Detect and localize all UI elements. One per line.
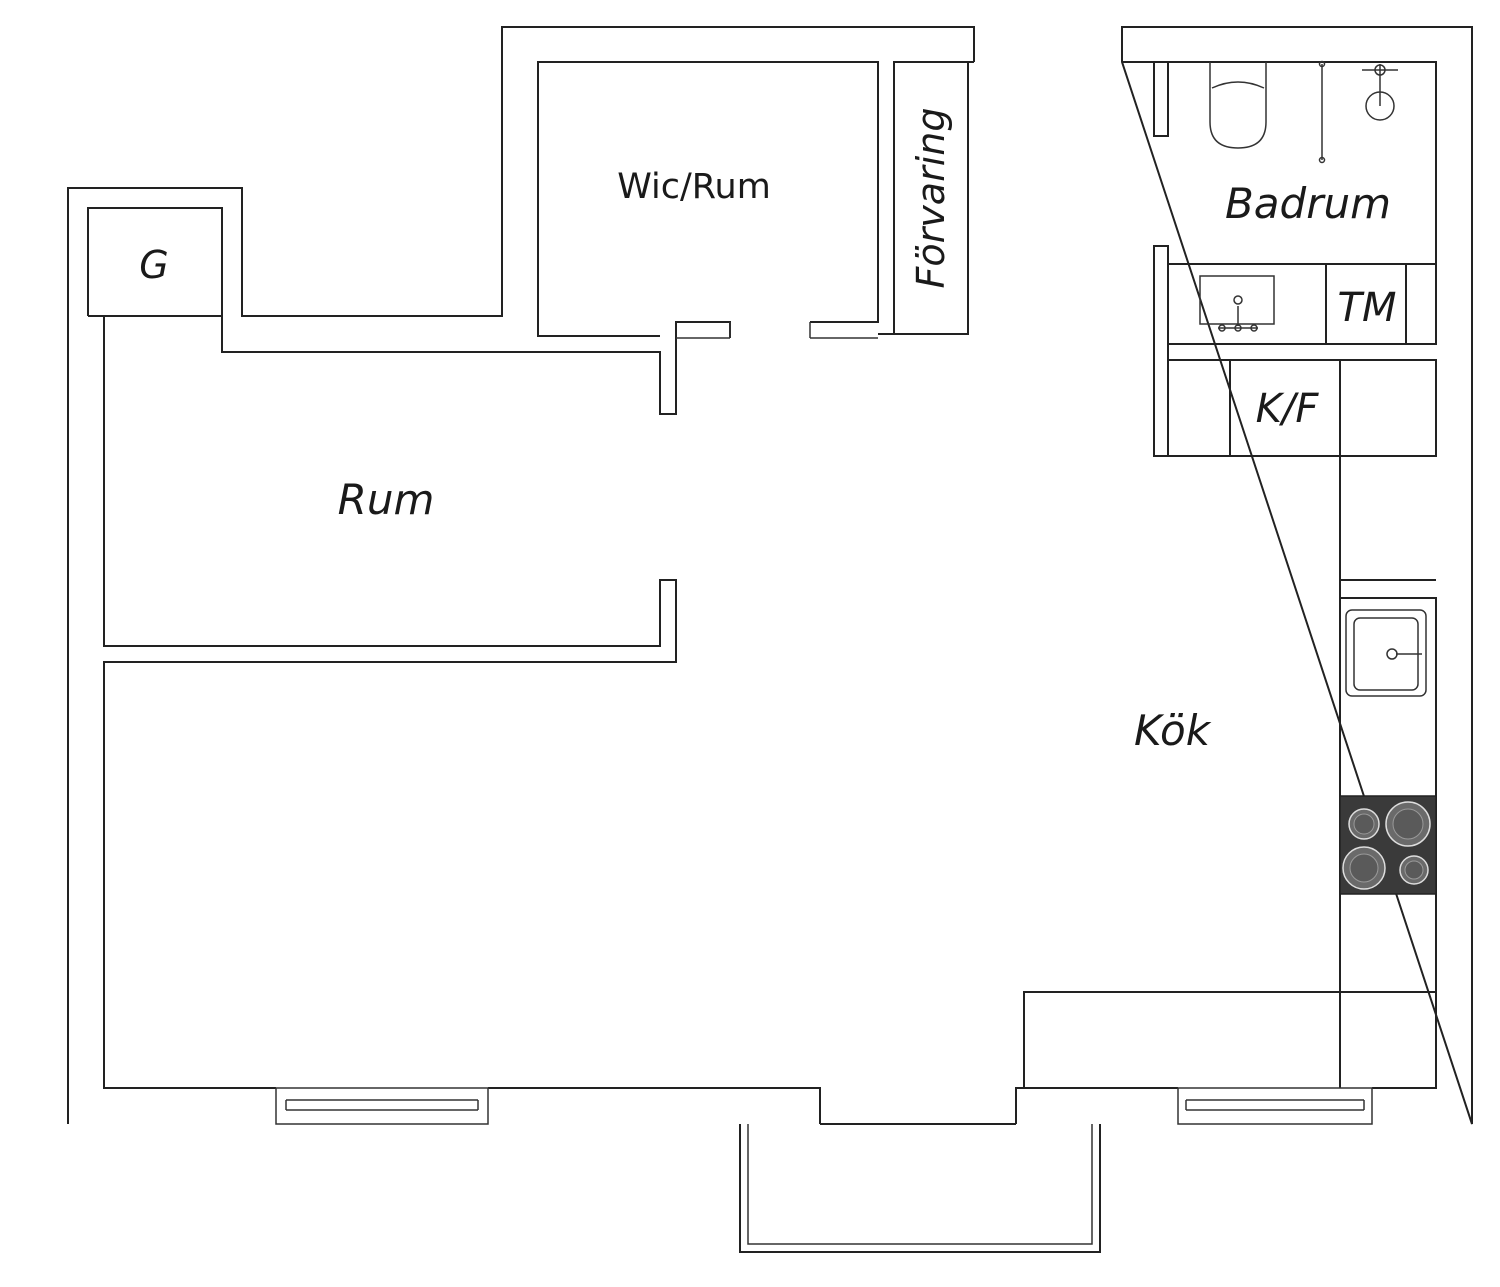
- toilet-icon: [1209, 62, 1267, 149]
- garderob-wall: [87, 61, 879, 415]
- shower-icon: [1318, 60, 1398, 164]
- inner-wall-west: [103, 316, 677, 1089]
- outer-wall: [67, 26, 1473, 1125]
- stove-icon: [1339, 795, 1437, 895]
- kitchen-sink-icon: [1345, 609, 1427, 697]
- label-wic: Wic/Rum: [617, 167, 771, 207]
- forvaring-wall: [878, 61, 974, 335]
- label-forvaring: Förvaring: [909, 108, 953, 289]
- kf-counter: [1167, 359, 1437, 457]
- label-rum: Rum: [338, 475, 435, 524]
- inner-wall-south-mid: [488, 1087, 821, 1124]
- label-badrum: Badrum: [1225, 179, 1391, 228]
- label-garderob: G: [139, 243, 168, 287]
- washbasin-icon: [1199, 275, 1275, 332]
- kitchen-counter: [1023, 456, 1436, 1088]
- balcony: [739, 1124, 1101, 1253]
- label-kok: Kök: [1134, 706, 1212, 755]
- label-kf: K/F: [1256, 386, 1320, 432]
- window-east: [1177, 1087, 1373, 1125]
- label-tm: TM: [1338, 285, 1397, 331]
- washbasin-counter: [1167, 263, 1437, 345]
- window-west: [275, 1087, 489, 1125]
